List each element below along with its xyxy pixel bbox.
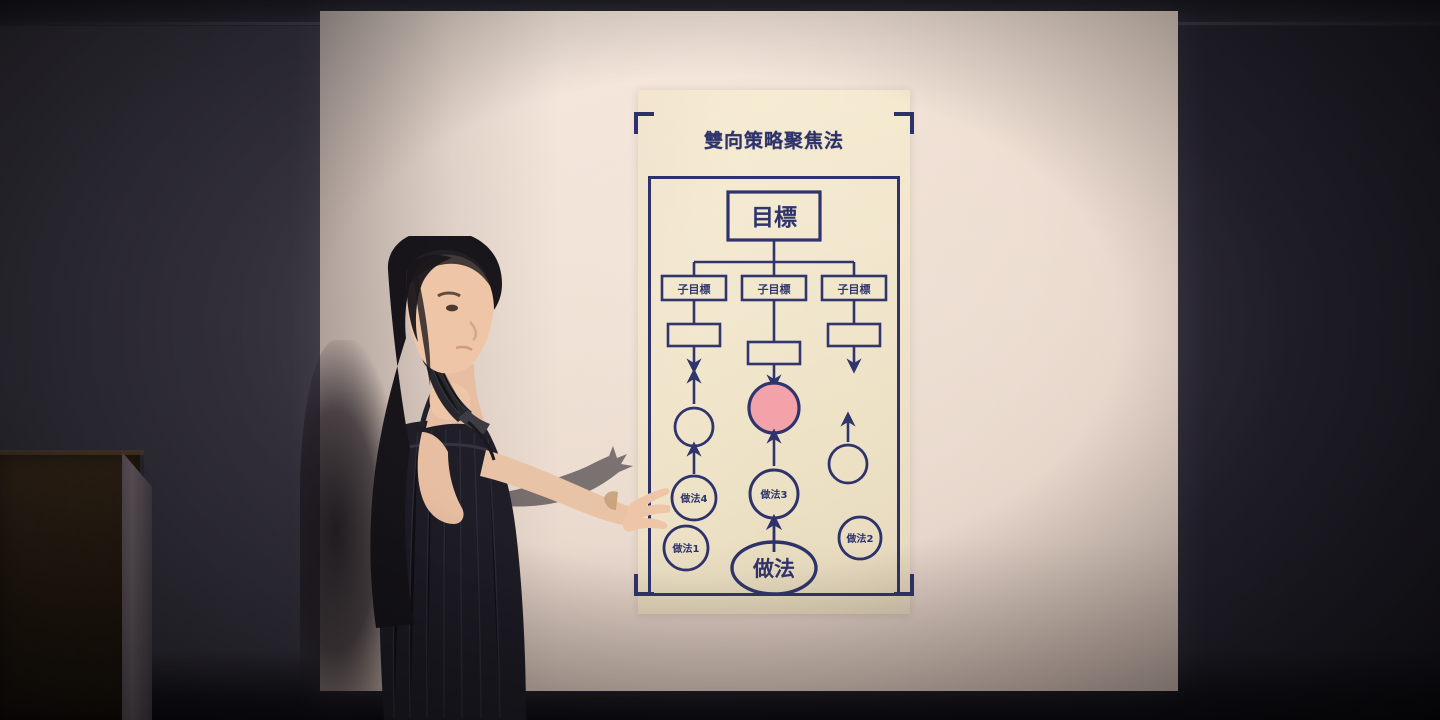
empty-node-right <box>827 443 869 485</box>
goal-label: 目標 <box>751 205 797 231</box>
subgoal-label-2: 子目標 <box>758 282 791 296</box>
subgoal-label-1: 子目標 <box>678 282 711 296</box>
podium-top <box>0 450 144 455</box>
presenter-figure <box>370 236 670 720</box>
highlight-node <box>747 381 801 435</box>
slide-poster: 雙向策略聚焦法 目標 子目標 <box>634 90 914 614</box>
action-label-4: 做法4 <box>680 492 708 505</box>
slide-title: 雙向策略聚焦法 <box>703 130 844 152</box>
presenter-hand <box>622 488 670 532</box>
subgoal-label-3: 子目標 <box>838 282 871 296</box>
strategy-diagram: 目標 子目標 子目標 子目標 <box>660 190 888 596</box>
podium-edge <box>122 452 152 720</box>
action-label-3: 做法3 <box>760 488 788 501</box>
empty-node-left <box>673 406 715 448</box>
